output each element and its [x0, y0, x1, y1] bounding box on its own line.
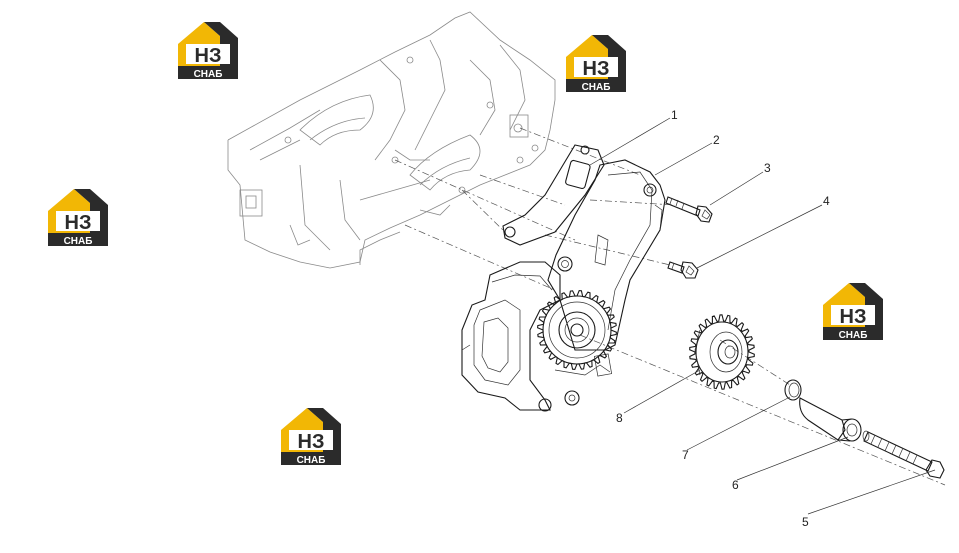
svg-text:СНАБ: СНАБ [194, 69, 223, 80]
callout-4: 4 [823, 194, 830, 208]
watermark-logo: НЗ СНАБ [281, 408, 341, 466]
shaft-part-6 [799, 397, 862, 442]
svg-text:СНАБ: СНАБ [582, 82, 611, 93]
callout-3: 3 [764, 161, 771, 175]
callout-5: 5 [802, 515, 809, 529]
watermark-logos: НЗ СНАБ НЗ СНАБ НЗ СНАБ НЗ СНАБ НЗ СНАБ [48, 22, 883, 466]
callout-8: 8 [616, 411, 623, 425]
idler-gear-part-8 [689, 314, 755, 390]
callout-2: 2 [713, 133, 720, 147]
svg-text:СНАБ: СНАБ [64, 236, 93, 247]
callout-labels: 1 2 3 4 5 6 7 8 [616, 108, 830, 529]
engine-block-drawing [227, 11, 556, 269]
callout-7: 7 [682, 448, 689, 462]
gasket-part [502, 144, 605, 246]
watermark-logo: НЗ СНАБ [178, 22, 238, 80]
o-ring-part-7 [784, 379, 802, 401]
watermark-logo: НЗ СНАБ [48, 189, 108, 247]
bolt-part-3 [665, 196, 713, 223]
watermark-logo: НЗ СНАБ [566, 35, 626, 93]
bolt-part-4 [667, 261, 699, 279]
svg-text:НЗ: НЗ [195, 45, 222, 67]
svg-text:НЗ: НЗ [583, 58, 610, 80]
oil-pump-housing-part [461, 159, 666, 412]
housing-gear [537, 290, 617, 370]
svg-text:НЗ: НЗ [840, 306, 867, 328]
svg-text:СНАБ: СНАБ [297, 455, 326, 466]
svg-text:НЗ: НЗ [298, 431, 325, 453]
svg-text:СНАБ: СНАБ [839, 330, 868, 341]
svg-text:НЗ: НЗ [65, 212, 92, 234]
leader-lines [589, 117, 936, 515]
assembly-centerlines [394, 127, 946, 486]
callout-1: 1 [671, 108, 678, 122]
bolt-part-5 [862, 430, 945, 479]
callout-6: 6 [732, 478, 739, 492]
watermark-logo: НЗ СНАБ [823, 283, 883, 341]
